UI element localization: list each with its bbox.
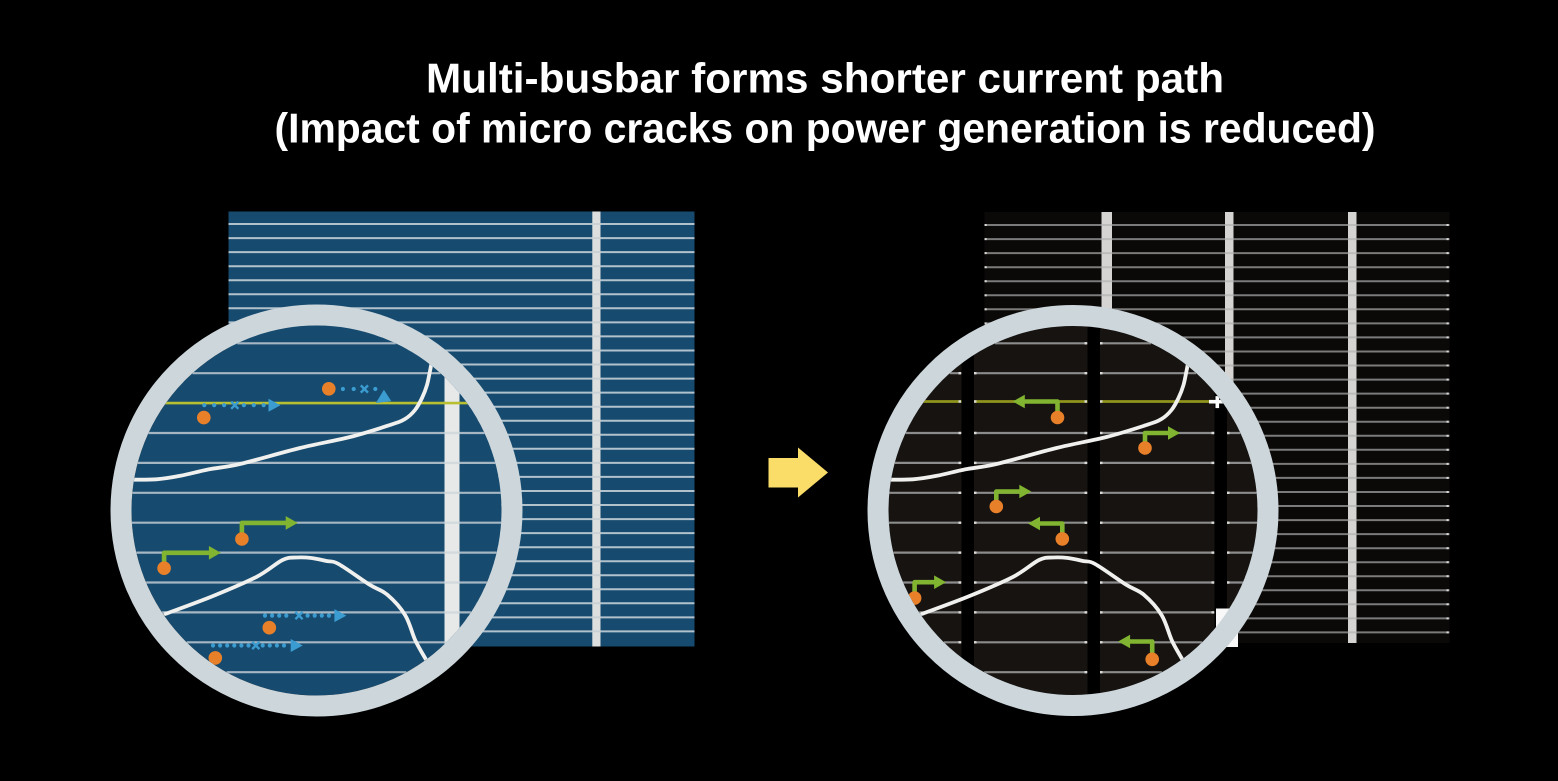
- svg-text:Multi-busbar forms shorter cur: Multi-busbar forms shorter current path: [426, 55, 1224, 102]
- svg-text:(Impact of micro cracks on pow: (Impact of micro cracks on power generat…: [275, 105, 1376, 152]
